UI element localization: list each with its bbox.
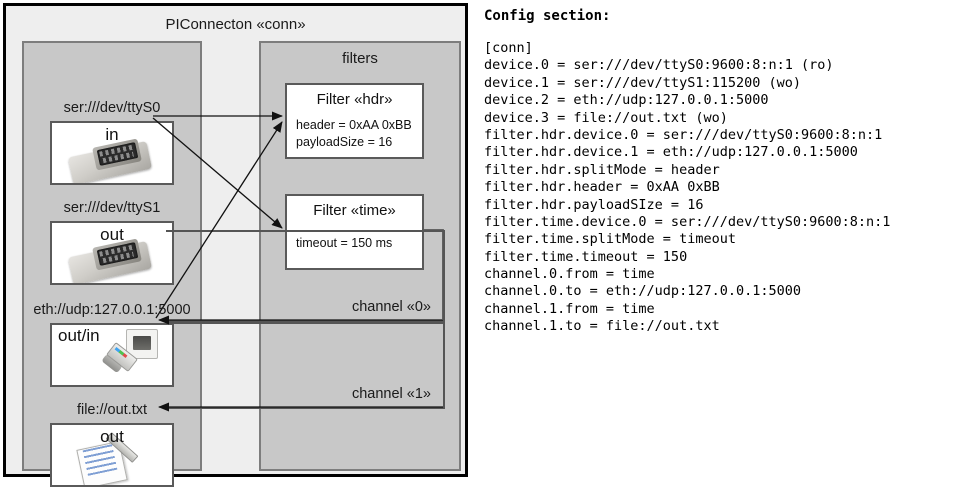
device-eth-label: eth://udp:127.0.0.1:5000 [33,302,191,318]
device-ttys0-label: ser:///dev/ttyS0 [63,100,161,116]
device-ttys0-direction: in [105,125,119,144]
device-file-label: file://out.txt [76,402,148,418]
config-line: device.3 = file://out.txt (wo) [484,109,728,126]
connector-diagram-frame: PIConnecton «conn» ser:///dev/ttyS0 in s… [3,3,468,487]
config-panel: Config section: [conn]device.0 = ser:///… [482,0,964,484]
rail-time-to-channel0 [422,229,444,320]
config-line: channel.1.to = file://out.txt [484,318,720,335]
config-line: filter.hdr.device.1 = eth://udp:127.0.0.… [484,144,858,161]
device-eth-direction: out/in [58,326,100,345]
config-line: [conn] [484,40,533,56]
device-eth-card[interactable]: out/in [50,323,174,387]
device-ttys1-label: ser:///dev/ttyS1 [63,200,161,216]
filter-hdr-prop-payloadsize: payloadSize = 16 [296,135,393,149]
config-line: device.1 = ser:///dev/ttyS1:115200 (wo) [484,74,801,91]
channel-1-box: channel «1» [166,322,445,409]
config-line: device.0 = ser:///dev/ttyS0:9600:8:n:1 (… [484,57,834,74]
config-line: filter.hdr.device.0 = ser:///dev/ttyS0:9… [484,126,883,143]
ethernet-jack-icon [101,327,166,385]
filter-hdr-title: Filter «hdr» [316,91,393,108]
config-heading: Config section: [484,8,611,24]
arrow-ttys0-to-time [152,117,283,229]
config-line: filter.hdr.splitMode = header [484,161,720,178]
filter-time-card[interactable]: Filter «time» timeout = 150 ms [285,194,424,270]
device-file-card[interactable]: out [50,423,174,487]
config-line: filter.time.splitMode = timeout [484,231,736,248]
config-body: [conn]device.0 = ser:///dev/ttyS0:9600:8… [484,40,890,336]
arrow-eth-to-hdr [155,121,283,319]
config-line: filter.hdr.header = 0xAA 0xBB [484,179,720,196]
devices-group: ser:///dev/ttyS0 in ser:///dev/ttyS1 out [22,41,202,487]
filter-hdr-prop-header: header = 0xAA 0xBB [296,118,412,132]
channel-0-box: channel «0» [166,230,445,322]
channel-1-label: channel «1» [351,386,431,402]
device-ttys0-card[interactable]: in [50,121,174,185]
device-file-direction: out [100,427,124,446]
diagram-title: PIConnecton «conn» [165,16,306,33]
config-line: filter.time.timeout = 150 [484,248,688,265]
connection-arrows [152,111,444,412]
filter-time-title: Filter «time» [313,202,396,219]
filters-group-title: filters [342,50,378,67]
filter-time-prop-timeout: timeout = 150 ms [296,236,393,250]
config-line: device.2 = eth://udp:127.0.0.1:5000 [484,92,769,109]
config-line: channel.1.from = time [484,300,655,317]
config-line: channel.0.to = eth://udp:127.0.0.1:5000 [484,283,801,300]
device-ttys1-card[interactable]: out [50,221,174,285]
config-line: filter.hdr.payloadSIze = 16 [484,196,704,213]
channel-0-label: channel «0» [351,299,431,315]
config-line: filter.time.device.0 = ser:///dev/ttyS0:… [484,213,891,230]
config-line: channel.0.from = time [484,266,655,283]
device-ttys1-direction: out [100,225,124,244]
filter-hdr-card[interactable]: Filter «hdr» header = 0xAA 0xBB payloadS… [285,83,424,159]
